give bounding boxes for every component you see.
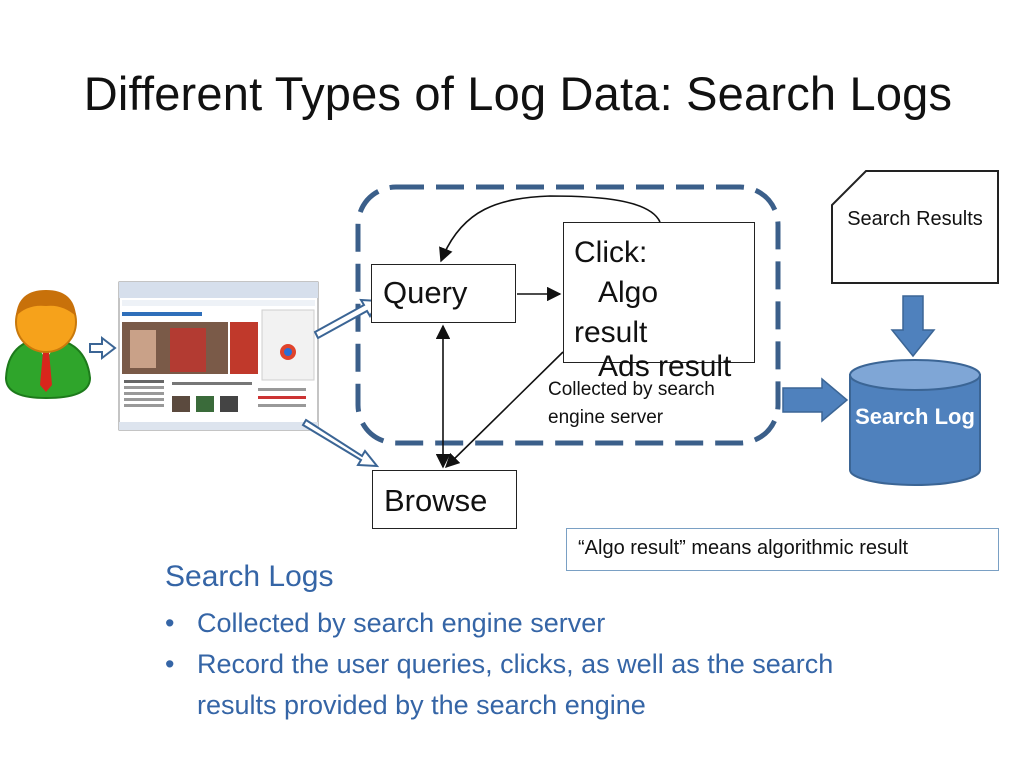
click-line: Click: — [574, 236, 648, 269]
user-to-browser-arrow — [89, 335, 117, 361]
notes-heading: Search Logs — [165, 560, 334, 593]
click-to-browse-arrow — [444, 351, 564, 469]
click-node: Click: Algo result Ads result — [563, 222, 755, 383]
bullet-item: • Collected by search engine server — [165, 603, 837, 644]
browser-screenshot — [118, 281, 319, 431]
algo-result-note-text: “Algo result” means algorithmic result — [578, 537, 909, 559]
user-avatar-icon — [4, 290, 92, 400]
slide-title: Different Types of Log Data: Search Logs — [83, 67, 953, 120]
bullet-dot: • — [165, 608, 175, 638]
search-log-label: Search Log — [855, 404, 975, 429]
click-line: result — [574, 316, 648, 349]
results-to-log-arrow — [890, 295, 936, 358]
browser-to-query-arrow — [313, 298, 381, 340]
algo-result-note: “Algo result” means algorithmic result — [566, 528, 999, 571]
click-to-query-curve-arrow — [439, 195, 661, 263]
browse-label: Browse — [384, 483, 488, 518]
browser-to-browse-arrow — [301, 418, 380, 468]
query-label: Query — [383, 275, 468, 310]
browse-node: Browse — [372, 470, 517, 529]
bullet-text: Collected by search engine server — [197, 608, 606, 638]
click-line: Ads result — [598, 350, 732, 383]
collected-by-label: Collected by search engine server — [548, 379, 715, 428]
bullet-text: Record the user queries, clicks, as well… — [197, 649, 834, 720]
region-to-log-arrow — [782, 377, 849, 423]
database-cylinder-icon — [849, 359, 981, 486]
query-node: Query — [371, 264, 516, 323]
search-results-label: Search Results — [847, 208, 983, 230]
bullet-item: • Record the user queries, clicks, as we… — [165, 644, 837, 726]
bullet-dot: • — [165, 649, 175, 679]
click-line: Algo — [598, 276, 659, 309]
document-icon — [831, 170, 999, 284]
